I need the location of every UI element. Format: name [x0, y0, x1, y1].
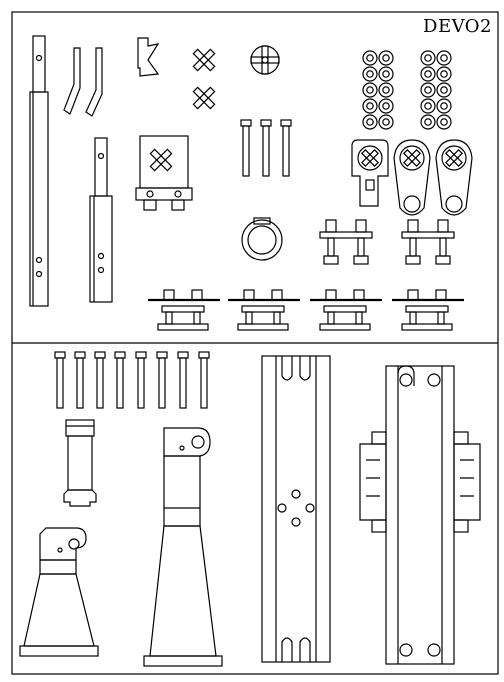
small-base [19, 527, 99, 657]
bent-rods [63, 47, 103, 117]
small-clip [137, 37, 160, 77]
plate-clamps-row [146, 288, 466, 332]
long-plate [261, 355, 331, 663]
round-fitting [250, 45, 280, 75]
tall-post [29, 35, 49, 307]
cross-plate-assembly [135, 135, 193, 211]
clamps-upper [319, 219, 455, 265]
washer-stack-left [362, 50, 394, 130]
sheet-code-label: DEVO2 [423, 16, 492, 37]
upper-panel-parts [29, 35, 473, 332]
wide-plate-assembly [359, 365, 481, 665]
spigot [63, 419, 97, 507]
bolts-set-lower [54, 351, 210, 409]
ring-fitting [241, 217, 283, 261]
bolts-set-upper [240, 119, 292, 177]
tall-base [143, 427, 223, 667]
washer-stack-right [420, 50, 452, 130]
lower-panel-parts [19, 351, 481, 667]
gusset-plates [351, 139, 473, 216]
short-post [89, 137, 113, 303]
cross-brackets [192, 48, 216, 110]
